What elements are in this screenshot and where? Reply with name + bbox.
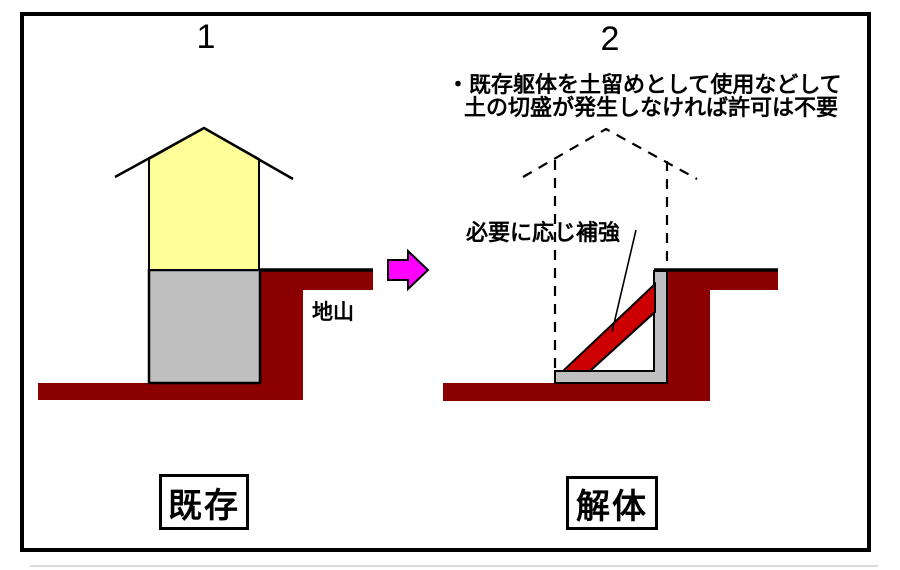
permit-note-line2: 土の切盛が発生しなければ許可は不要 bbox=[464, 95, 839, 120]
demolition-caption-box: 解体 bbox=[566, 476, 658, 530]
reinforcement-brace bbox=[560, 281, 656, 372]
outer-frame bbox=[20, 12, 871, 552]
demolition-caption-text: 解体 bbox=[576, 487, 648, 526]
foundation-block bbox=[147, 268, 262, 385]
ground-cross-section-left bbox=[38, 271, 373, 400]
reinforce-label: 必要に応じ補強 bbox=[466, 220, 621, 245]
panel1-number: 1 bbox=[196, 18, 216, 56]
roof-line bbox=[114, 126, 294, 181]
pointer-line bbox=[611, 229, 637, 333]
permit-note: ・既存躯体を土留めとして使用などして 土の切盛が発生しなければ許可は不要 bbox=[447, 73, 842, 119]
page-edge-line bbox=[30, 565, 878, 567]
permit-note-line1: ・既存躯体を土留めとして使用などして bbox=[447, 72, 842, 97]
natural-ground-label: 地山 bbox=[312, 301, 354, 324]
dashed-roof-outline bbox=[522, 127, 698, 180]
panel2-number: 2 bbox=[600, 20, 620, 58]
existing-caption-box: 既存 bbox=[159, 474, 249, 530]
transform-arrow-icon bbox=[387, 248, 430, 292]
ground-cross-section-right bbox=[443, 271, 778, 401]
existing-caption-text: 既存 bbox=[168, 486, 240, 525]
